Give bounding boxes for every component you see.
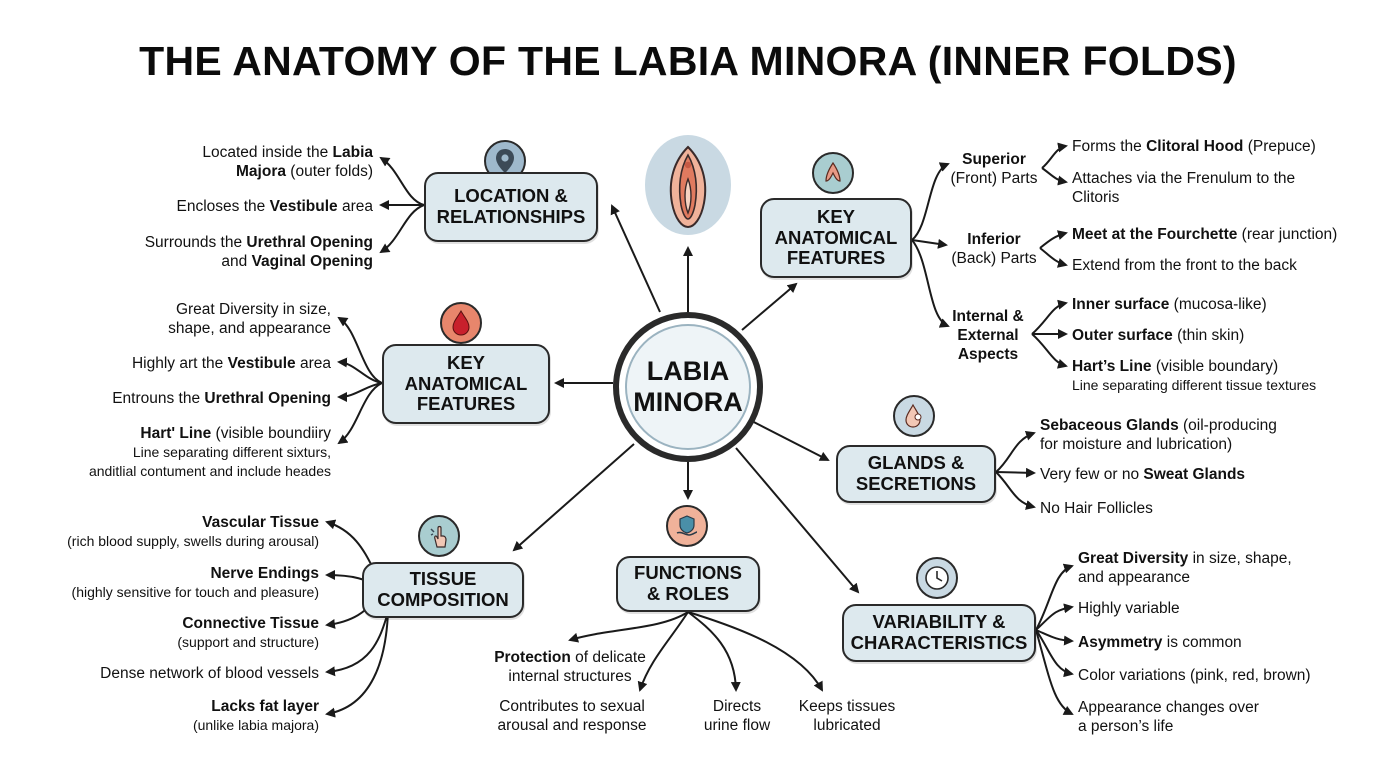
- shield-hand-icon: [666, 505, 708, 547]
- center-line-1: LABIA: [646, 355, 730, 386]
- left-feature-item-1: Great Diversity in size,shape, and appea…: [168, 301, 331, 337]
- anatomy-icon: [812, 152, 854, 194]
- droplet-icon: [440, 302, 482, 344]
- page-title: THE ANATOMY OF THE LABIA MINORA (INNER F…: [139, 38, 1237, 84]
- variability-item-4: Color variations (pink, red, brown): [1078, 667, 1311, 684]
- vulva-illustration-icon: [644, 133, 732, 237]
- aspect-item-1: Inner surface (mucosa-like): [1072, 296, 1267, 313]
- inferior-item-1: Meet at the Fourchette (rear junction): [1072, 226, 1338, 243]
- location-item-2: Encloses the Vestibule area: [176, 198, 373, 215]
- aspect-item-2: Outer surface (thin skin): [1072, 327, 1245, 344]
- center-line-2: MINORA: [633, 387, 743, 417]
- variability-item-2: Highly variable: [1078, 600, 1180, 617]
- tissue-item-1: Vascular Tissue(rich blood supply, swell…: [67, 514, 319, 549]
- left-feature-item-4: Hart' Line (visible boundiiry Line separ…: [88, 425, 331, 479]
- gland-item-3: No Hair Follicles: [1040, 500, 1153, 517]
- left-feature-item-3: Entrouns the Urethral Opening: [112, 390, 331, 407]
- touch-hand-icon: [418, 515, 460, 557]
- node-location-relationships: LOCATION &RELATIONSHIPS: [424, 172, 598, 242]
- inferior-item-2: Extend from the front to the back: [1072, 257, 1297, 274]
- node-functions-roles: FUNCTIONS& ROLES: [616, 556, 760, 612]
- node-variability-characteristics: VARIABILITY &CHARACTERISTICS: [842, 604, 1036, 662]
- right-feature-superior: Superior(Front) Parts: [950, 151, 1038, 187]
- tissue-item-5: Lacks fat layer(unlike labia majora): [192, 698, 319, 733]
- aspect-item-3: Hart’s Line (visible boundary)Line separ…: [1072, 358, 1317, 393]
- right-feature-inferior: Inferior(Back) Parts: [951, 231, 1037, 267]
- variability-item-1: Great Diversity in size, shape,and appea…: [1078, 550, 1292, 586]
- node-glands-secretions: GLANDS &SECRETIONS: [836, 445, 996, 503]
- tissue-item-3: Connective Tissue(support and structure): [177, 615, 319, 650]
- left-feature-item-2: Highly art the Vestibule area: [131, 355, 331, 372]
- superior-item-1: Forms the Clitoral Hood (Prepuce): [1072, 138, 1316, 155]
- variability-item-3: Asymmetry is common: [1078, 634, 1242, 651]
- tissue-item-4: Dense network of blood vessels: [100, 665, 319, 682]
- tissue-item-2: Nerve Endings(highly sensitive for touch…: [71, 565, 319, 600]
- clock-icon: [916, 557, 958, 599]
- gland-item-2: Very few or no Sweat Glands: [1040, 466, 1246, 483]
- gland-droplet-icon: [893, 395, 935, 437]
